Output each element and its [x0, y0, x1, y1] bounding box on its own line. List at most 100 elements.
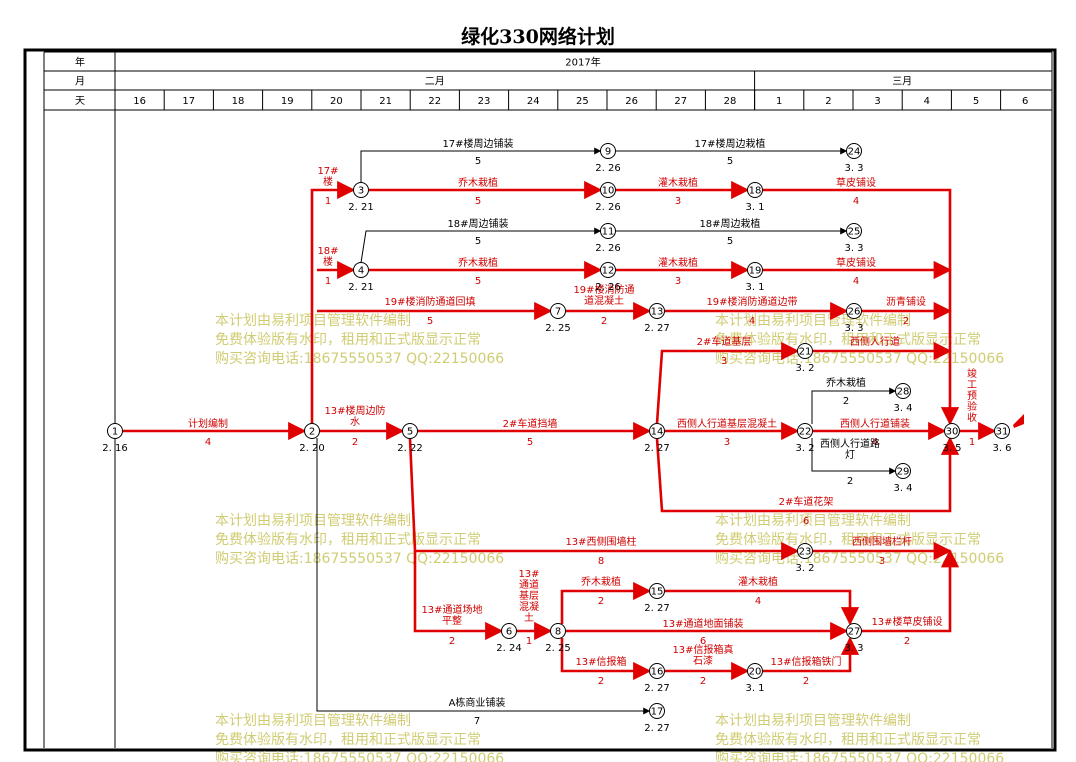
node-number: 5: [407, 427, 413, 438]
node-number: 22: [799, 427, 812, 438]
node-number: 30: [946, 427, 959, 438]
node-circle: [747, 663, 763, 679]
task-name: 13#楼草皮铺设: [871, 615, 942, 628]
node-circle: [353, 262, 369, 278]
watermark-text: 本计划由易利项目管理软件编制: [715, 313, 911, 329]
node-date: 3. 3: [844, 163, 863, 174]
node-circle: [600, 143, 616, 159]
node-number: 4: [358, 266, 364, 277]
node-date: 2. 21: [348, 282, 373, 293]
task-name: 18#周边栽植: [699, 217, 760, 230]
watermark-text: 免费体验版有水印，租用和正式版显示正常: [715, 732, 981, 748]
task-name: 草皮铺设: [836, 176, 876, 189]
task-name: 2#车道花架: [779, 495, 834, 508]
node-number: 28: [897, 387, 910, 398]
node-circle: [550, 623, 566, 639]
task-name: 水: [350, 416, 360, 428]
task-name: 土: [524, 611, 534, 624]
task-duration: 3: [721, 356, 727, 367]
node-number: 17: [651, 707, 664, 718]
node-circle: [107, 423, 123, 439]
task-duration: 2: [598, 596, 604, 607]
node-number: 19: [749, 266, 762, 277]
header-day: 25: [576, 96, 589, 107]
node-circle: [895, 383, 911, 399]
node-circle: [846, 303, 862, 319]
node-date: 3. 3: [844, 323, 863, 334]
node-date: 2. 27: [644, 323, 669, 334]
task-name: 基层: [519, 589, 539, 602]
node-circle: [304, 423, 320, 439]
node-date: 2. 27: [644, 443, 669, 454]
header-day: 2: [825, 96, 831, 107]
watermark-text: 购买咨询电话:18675550537 QQ:22150066: [715, 751, 1004, 762]
task-duration: 5: [475, 276, 481, 287]
task-name: 17#: [317, 166, 338, 177]
watermark-text: 本计划由易利项目管理软件编制: [215, 713, 411, 729]
task-name: 验: [967, 400, 977, 413]
node-circle: [649, 663, 665, 679]
header-day: 20: [330, 96, 343, 107]
task-arrow: [655, 436, 960, 513]
task-name: 乔木栽植: [458, 176, 498, 189]
task-duration: 3: [675, 276, 681, 287]
node-circle: [600, 182, 616, 198]
task-duration: 6: [700, 636, 706, 647]
node-date: 2. 24: [496, 643, 521, 654]
node-number: 29: [897, 467, 910, 478]
task-duration: 6: [803, 516, 809, 527]
task-arrow: [811, 387, 897, 424]
node-date: 3. 2: [795, 443, 814, 454]
node-number: 6: [506, 627, 512, 638]
task-name: 灯: [845, 449, 855, 461]
header-day: 26: [625, 96, 638, 107]
task-arrow: [655, 341, 800, 424]
task-name: 乔木栽植: [581, 575, 621, 588]
node-date: 2. 20: [299, 443, 324, 454]
node-date: 2. 27: [644, 723, 669, 734]
node-circle: [895, 463, 911, 479]
task-name: 计划编制: [188, 417, 228, 430]
node-circle: [649, 583, 665, 599]
node-circle: [797, 423, 813, 439]
watermark-text: 免费体验版有水印，租用和正式版显示正常: [215, 532, 481, 548]
watermark-text: 本计划由易利项目管理软件编制: [715, 713, 911, 729]
header-month: 二月: [425, 76, 445, 88]
node-circle: [797, 543, 813, 559]
task-duration: 2: [601, 316, 607, 327]
watermark-text: 免费体验版有水印，租用和正式版显示正常: [215, 332, 481, 348]
task-name: 楼: [323, 255, 333, 268]
node-number: 12: [602, 266, 615, 277]
node-circle: [649, 303, 665, 319]
page-title: 绿化330网络计划: [461, 26, 615, 48]
header-day: 19: [281, 96, 294, 107]
task-duration: 4: [205, 437, 211, 448]
task-duration: 2: [904, 636, 910, 647]
task-name: 通道: [519, 578, 539, 591]
node-date: 2. 27: [644, 603, 669, 614]
watermark-text: 购买咨询电话:18675550537 QQ:22150066: [215, 351, 504, 367]
node-number: 27: [848, 627, 861, 638]
node-circle: [550, 303, 566, 319]
task-arrow: [560, 581, 652, 624]
header-day: 16: [133, 96, 146, 107]
task-arrow: [762, 636, 860, 673]
outer-frame: [23, 48, 1057, 752]
task-name: 西侧人行道基层混凝土: [677, 417, 777, 430]
task-name: 乔木栽植: [458, 256, 498, 269]
task-name: 灌木栽植: [658, 256, 698, 269]
node-date: 2. 26: [595, 282, 620, 293]
header-row-label: 月: [75, 76, 85, 88]
task-name: 石漆: [693, 654, 713, 667]
watermark-text: 购买咨询电话:18675550537 QQ:22150066: [215, 551, 504, 567]
task-name: 19#楼消防通: [573, 283, 634, 296]
node-circle: [353, 182, 369, 198]
header-row-label: 年: [75, 56, 85, 69]
node-date: 2. 26: [595, 243, 620, 254]
task-name: 收: [967, 411, 977, 424]
task-name: 13#信报箱铁门: [770, 655, 841, 668]
node-date: 3. 4: [893, 483, 912, 494]
task-duration: 5: [475, 156, 481, 167]
task-arrow: [413, 551, 504, 641]
